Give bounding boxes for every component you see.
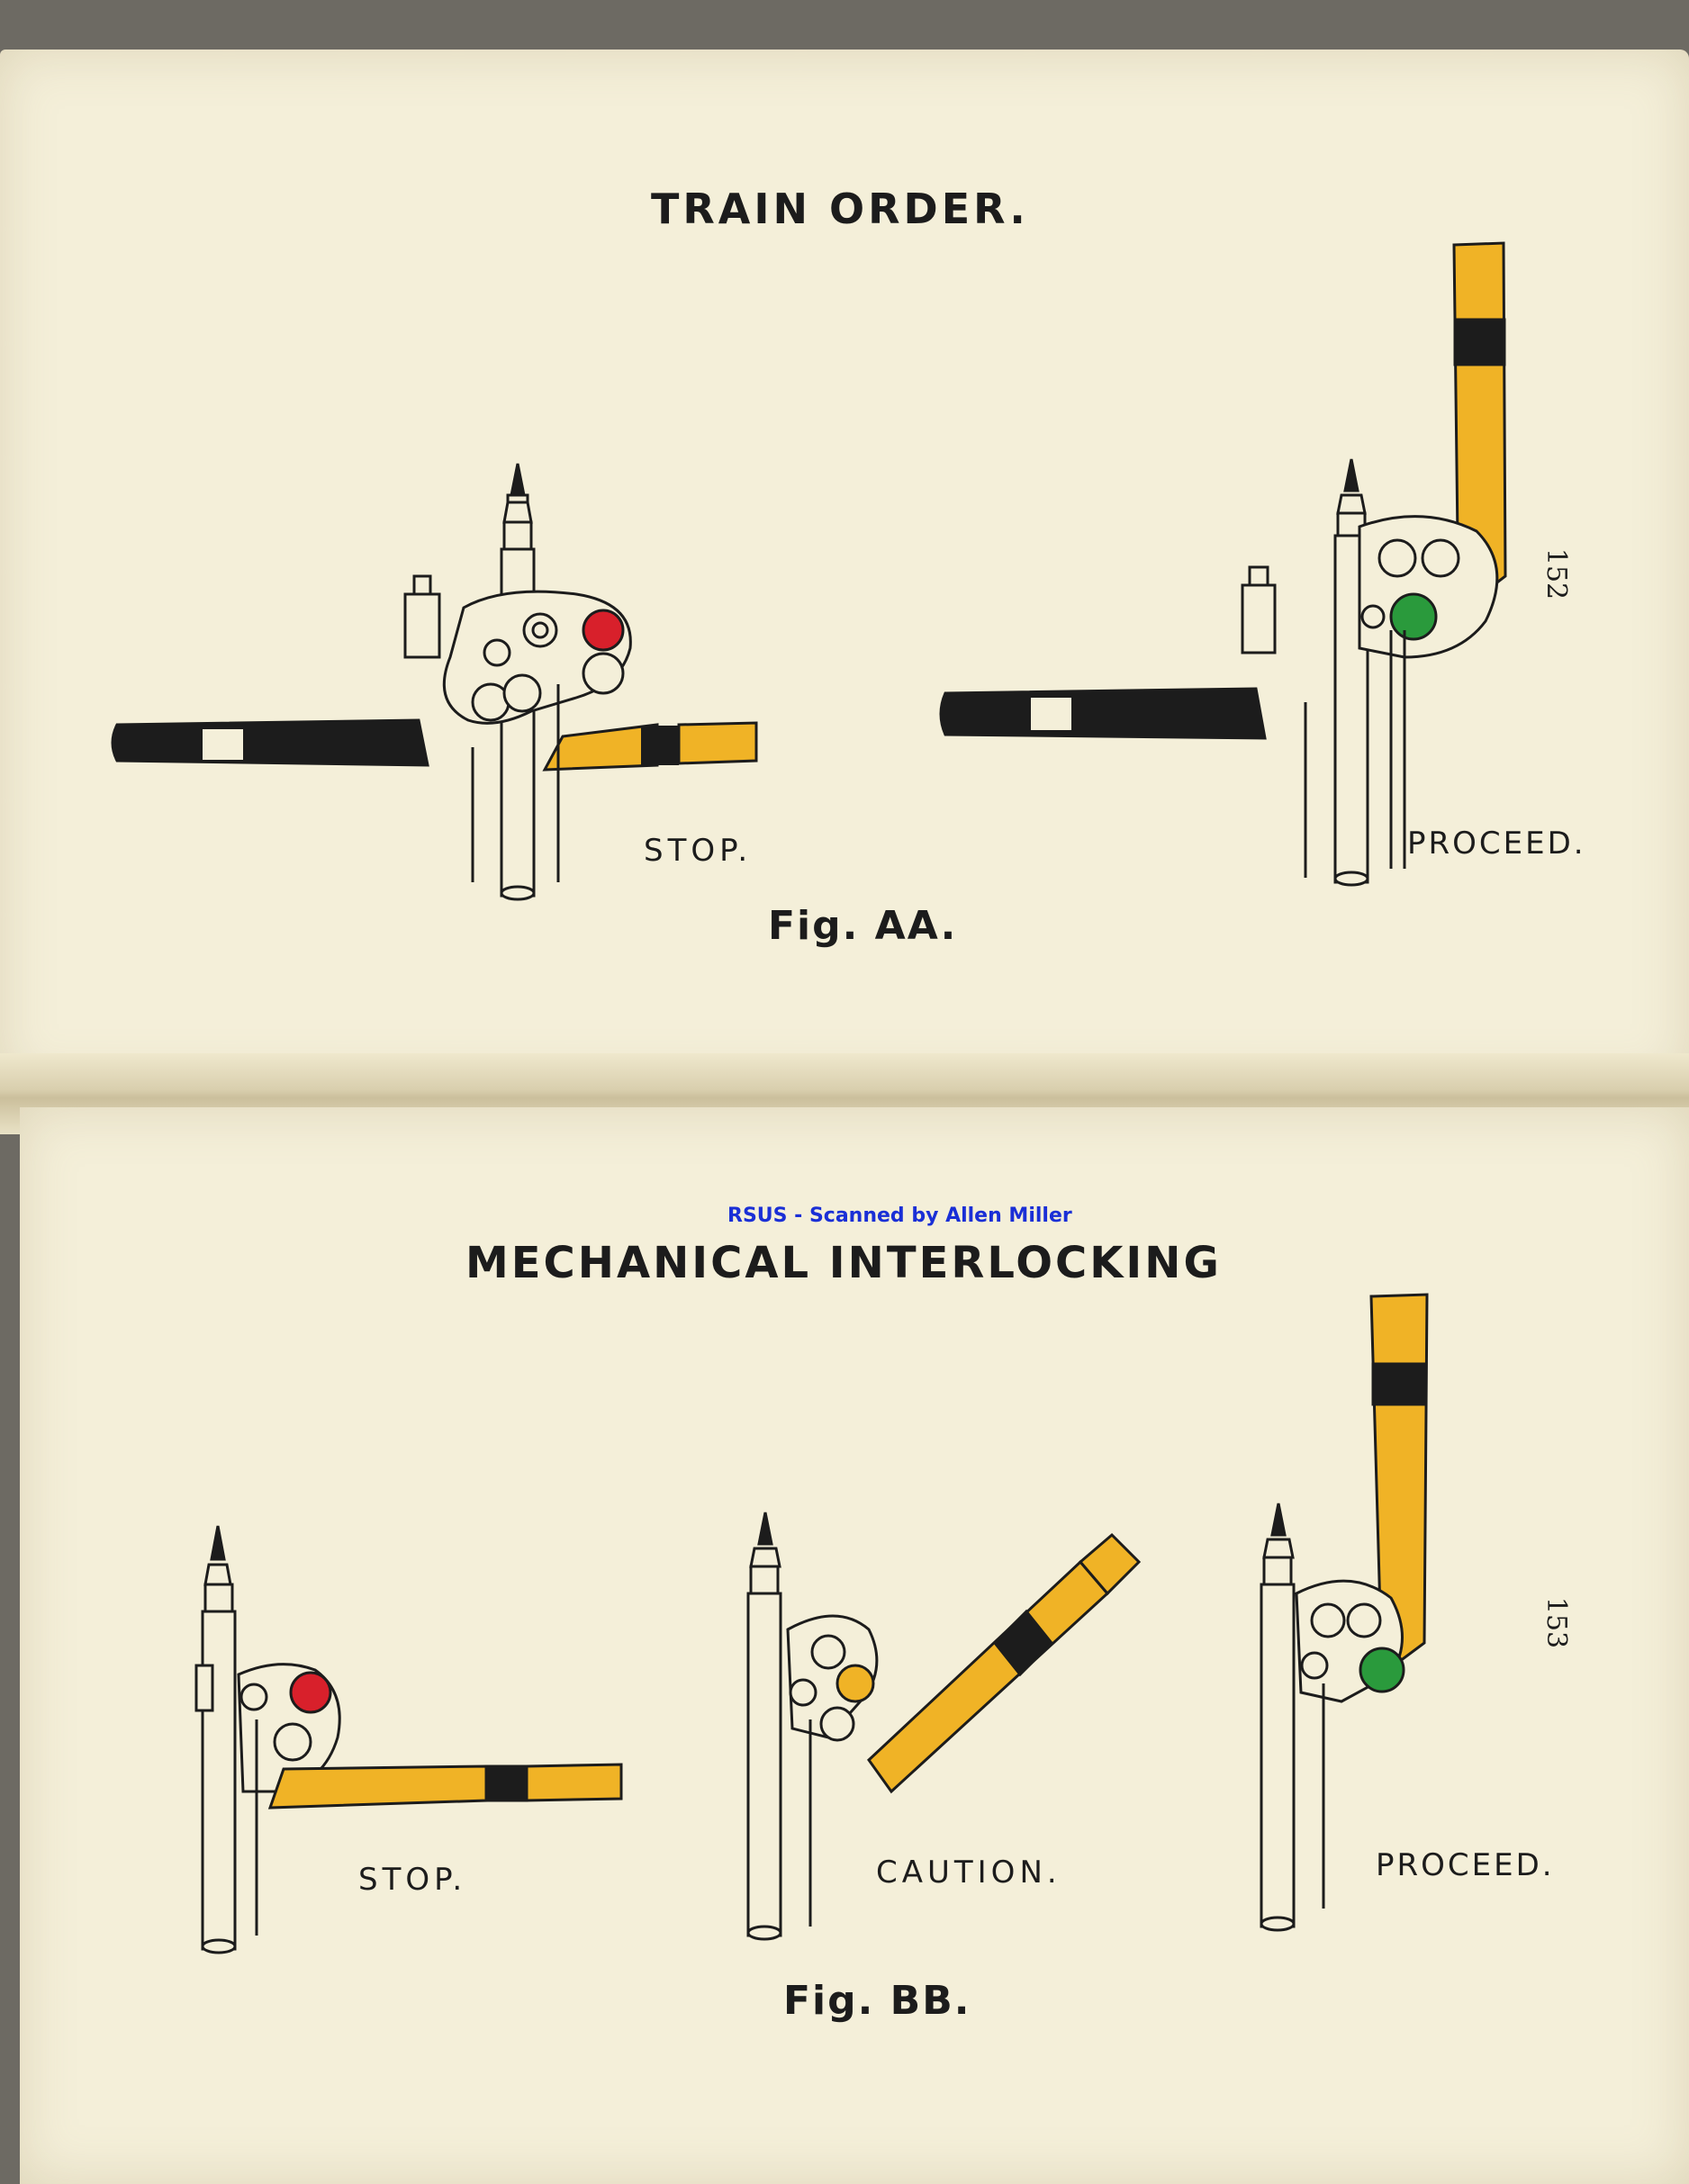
label-caution-bottom: CAUTION. xyxy=(876,1855,1061,1891)
figure-caption-bb: Fig. BB. xyxy=(783,1978,971,2024)
green-lamp-light xyxy=(1389,592,1438,641)
train-order-stop-signal xyxy=(111,463,758,901)
label-proceed-bottom: PROCEED. xyxy=(1376,1847,1555,1883)
green-lamp-light xyxy=(1359,1647,1405,1693)
interlocking-caution-signal xyxy=(746,1512,1142,1941)
interlocking-proceed-signal xyxy=(1260,1293,1429,1932)
label-stop-top: STOP. xyxy=(644,833,753,869)
interlocking-stop-signal xyxy=(194,1525,623,1954)
label-proceed-top: PROCEED. xyxy=(1407,826,1586,862)
red-lamp-light xyxy=(289,1671,332,1714)
page-title-mechanical-interlocking: MECHANICAL INTERLOCKING xyxy=(465,1238,1222,1288)
train-order-proceed-signal xyxy=(939,241,1507,887)
yellow-lamp-light xyxy=(835,1664,875,1703)
figure-caption-aa: Fig. AA. xyxy=(768,903,958,949)
red-lamp-light xyxy=(582,609,625,652)
page-title-train-order: TRAIN ORDER. xyxy=(651,185,1029,233)
label-stop-bottom: STOP. xyxy=(358,1862,467,1898)
scan-credit: RSUS - Scanned by Allen Miller xyxy=(727,1205,1072,1227)
